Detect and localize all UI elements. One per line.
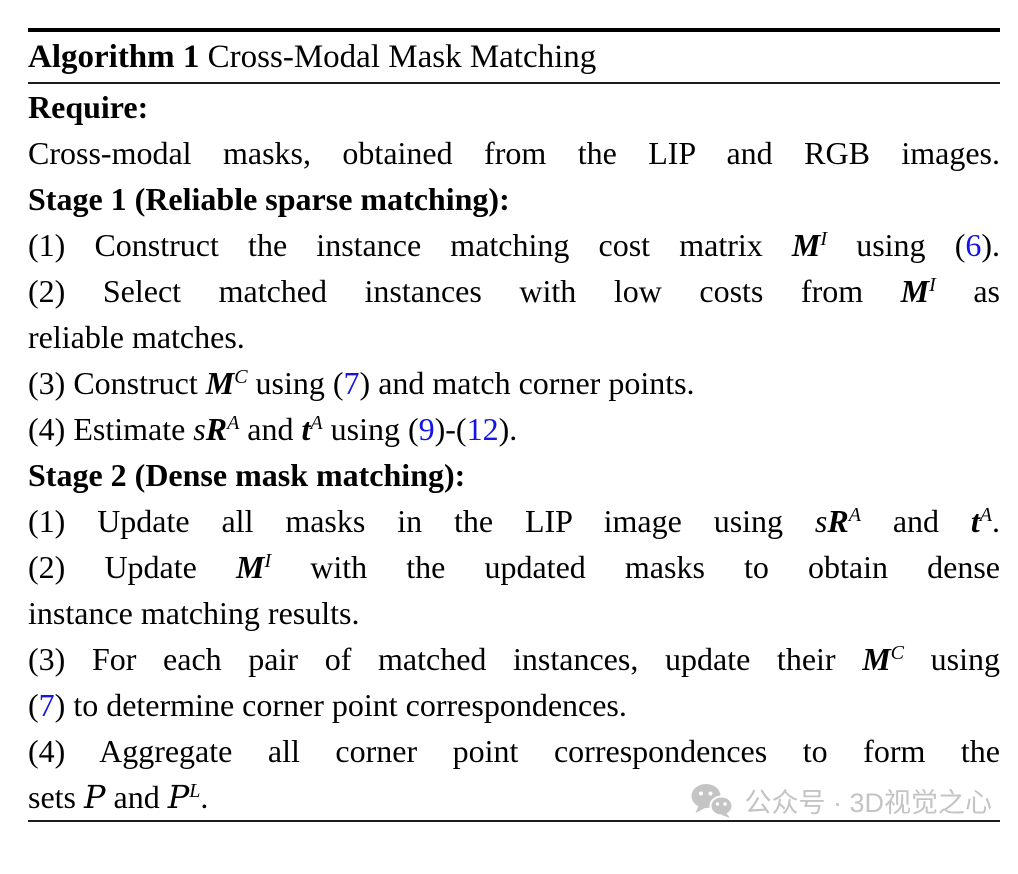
math-rotation-R: R xyxy=(827,503,849,539)
stage1-step4: (4) Estimate sRA and tA using (9)-(12). xyxy=(28,406,1000,452)
step-text: using ( xyxy=(827,227,966,263)
step-text: and xyxy=(105,779,168,815)
stage1-step3: (3) Construct MC using (7) and match cor… xyxy=(28,360,1000,406)
step-text: ( xyxy=(28,687,39,723)
math-matrix-M: M xyxy=(900,273,930,309)
require-heading: Require: xyxy=(28,84,1000,130)
eq-ref-7[interactable]: 7 xyxy=(343,365,360,401)
algorithm-name: Cross-Modal Mask Matching xyxy=(199,39,597,75)
step-text: sets xyxy=(28,779,84,815)
eq-ref-9[interactable]: 9 xyxy=(418,411,435,447)
step-text: (3) Construct xyxy=(28,365,206,401)
step-text: and xyxy=(239,411,302,447)
wechat-icon xyxy=(691,783,734,818)
step-text: (4) Estimate xyxy=(28,411,194,447)
watermark: 公众号 · 3D视觉之心 xyxy=(690,781,992,820)
math-scale-s: s xyxy=(193,411,206,447)
require-body: Cross-modal masks, obtained from the LIP… xyxy=(28,130,1000,176)
step-text: using xyxy=(904,641,1001,677)
math-matrix-M: M xyxy=(205,365,235,401)
step-text: . xyxy=(992,503,1001,539)
math-sup-I: I xyxy=(264,550,272,572)
algorithm-body: Require: Cross-modal masks, obtained fro… xyxy=(28,84,1000,820)
step-text: (4) Aggregate all corner point correspon… xyxy=(28,733,1000,769)
step-text: )-( xyxy=(434,411,467,447)
math-matrix-M: M xyxy=(791,227,821,263)
math-sup-C: C xyxy=(234,366,248,388)
math-matrix-M: M xyxy=(862,641,891,677)
step-text: using ( xyxy=(322,411,419,447)
eq-ref-12[interactable]: 12 xyxy=(466,411,499,447)
math-sup-I: I xyxy=(929,274,936,296)
math-sup-A: A xyxy=(310,412,323,434)
math-scale-s: s xyxy=(814,503,828,539)
eq-ref-7[interactable]: 7 xyxy=(38,687,55,723)
stage2-step4-line2: sets P and PL. xyxy=(28,774,1000,820)
math-script-P: P xyxy=(167,778,190,816)
algorithm-label: Algorithm 1 xyxy=(28,39,200,75)
math-sup-C: C xyxy=(890,642,905,664)
step-text: reliable matches. xyxy=(28,319,245,355)
step-text: with the updated masks to obtain dense xyxy=(271,549,1001,585)
stage2-step4-line1: (4) Aggregate all corner point correspon… xyxy=(28,728,1000,774)
stage2-heading: Stage 2 (Dense mask matching): xyxy=(28,452,1000,498)
step-text: using ( xyxy=(247,365,344,401)
stage1-step2-line2: reliable matches. xyxy=(28,314,1000,360)
math-rotation-R: R xyxy=(205,411,228,447)
stage2-step3-line2: (7) to determine corner point correspond… xyxy=(28,682,1000,728)
step-text: as xyxy=(935,273,1001,309)
stage2-step3-line1: (3) For each pair of matched instances, … xyxy=(28,636,1000,682)
stage1-step1: (1) Construct the instance matching cost… xyxy=(28,222,1000,268)
math-sup-A: A xyxy=(227,412,240,434)
step-text: ) to determine corner point corresponden… xyxy=(54,687,627,723)
stage1-heading: Stage 1 (Reliable sparse matching): xyxy=(28,176,1000,222)
step-text: (1) Update all masks in the LIP image us… xyxy=(28,503,815,539)
step-text: (2) Update xyxy=(28,549,236,585)
math-translation-t: t xyxy=(301,411,311,447)
stage2-step2-line2: instance matching results. xyxy=(28,590,1000,636)
math-sup-A: A xyxy=(848,504,861,526)
math-matrix-M: M xyxy=(235,549,265,585)
stage2-step2-line1: (2) Update MI with the updated masks to … xyxy=(28,544,1000,590)
stage2-step1: (1) Update all masks in the LIP image us… xyxy=(28,498,1000,544)
stage2-label: Stage 2 (Dense mask matching): xyxy=(28,457,466,493)
step-text: (2) Select matched instances with low co… xyxy=(28,273,901,309)
step-text: instance matching results. xyxy=(28,595,360,631)
require-text: Cross-modal masks, obtained from the LIP… xyxy=(28,135,1000,171)
bottom-rule xyxy=(28,820,1000,822)
step-text: (3) For each pair of matched instances, … xyxy=(28,641,863,677)
math-sup-A: A xyxy=(979,504,993,526)
algorithm-box: Algorithm 1 Cross-Modal Mask Matching Re… xyxy=(28,28,1000,822)
step-text: ). xyxy=(498,411,518,447)
stage1-label: Stage 1 (Reliable sparse matching): xyxy=(28,181,510,217)
watermark-text: 公众号 · 3D视觉之心 xyxy=(744,788,992,818)
math-translation-t: t xyxy=(970,503,980,539)
step-text: . xyxy=(200,779,209,815)
require-label: Require: xyxy=(28,89,149,125)
eq-ref-6[interactable]: 6 xyxy=(965,227,982,263)
stage1-step2-line1: (2) Select matched instances with low co… xyxy=(28,268,1000,314)
math-sup-L: L xyxy=(189,780,201,802)
math-sup-I: I xyxy=(820,228,828,250)
algorithm-title: Algorithm 1 Cross-Modal Mask Matching xyxy=(28,32,1000,82)
step-text: ). xyxy=(981,227,1001,263)
top-rule xyxy=(28,28,1000,32)
step-text: (1) Construct the instance matching cost… xyxy=(28,227,792,263)
step-text: and xyxy=(860,503,971,539)
step-text: ) and match corner points. xyxy=(359,365,695,401)
math-script-P: P xyxy=(84,778,106,816)
title-rule xyxy=(28,82,1000,84)
